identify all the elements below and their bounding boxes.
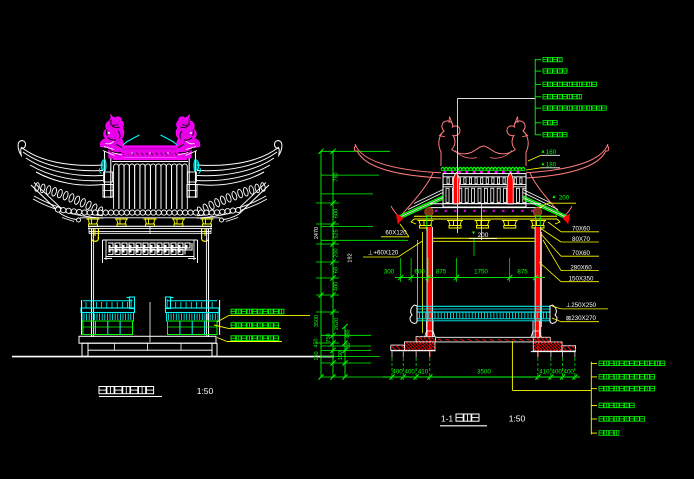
svg-text:400: 400 [334,282,340,291]
svg-text:68: 68 [334,267,340,273]
svg-text:80X70: 80X70 [572,236,590,243]
svg-text:400: 400 [392,369,403,376]
svg-text:750: 750 [326,333,332,342]
svg-text:70X60: 70X60 [572,250,590,257]
svg-text:⊠230X270: ⊠230X270 [566,315,597,322]
svg-text:180: 180 [546,162,557,169]
svg-text:525: 525 [334,229,340,238]
svg-text:160: 160 [546,149,557,156]
svg-text:200: 200 [478,232,489,239]
svg-text:70X60: 70X60 [572,226,590,233]
svg-text:200: 200 [559,195,570,202]
svg-text:410: 410 [418,369,429,376]
svg-text:400: 400 [552,369,563,376]
svg-text:410: 410 [539,369,550,376]
svg-text:192: 192 [348,253,354,262]
svg-text:480: 480 [346,329,352,338]
svg-text:1750: 1750 [474,269,488,276]
svg-text:300: 300 [384,269,395,276]
svg-text:1-1: 1-1 [441,414,454,424]
svg-text:3500: 3500 [477,369,491,376]
svg-text:875: 875 [517,269,528,276]
svg-text:780: 780 [334,172,340,181]
svg-text:3500: 3500 [314,315,320,327]
svg-text:600: 600 [334,209,340,218]
svg-text:⊥250X250: ⊥250X250 [566,302,597,309]
svg-text:1:50: 1:50 [197,386,214,396]
svg-text:600: 600 [414,269,425,276]
svg-text:1:50: 1:50 [509,414,526,424]
svg-text:450: 450 [314,338,320,347]
svg-text:400: 400 [564,369,575,376]
svg-text:60: 60 [346,342,352,348]
svg-text:2620: 2620 [334,318,340,330]
svg-text:280X60: 280X60 [570,264,592,271]
svg-text:200: 200 [334,248,340,257]
svg-text:150: 150 [314,351,320,360]
svg-text:⊥+60X120: ⊥+60X120 [368,250,399,257]
svg-text:400: 400 [405,369,416,376]
svg-text:150X350: 150X350 [569,276,594,283]
svg-text:160: 160 [338,351,344,360]
svg-text:60X120: 60X120 [385,230,407,237]
svg-text:2470: 2470 [314,227,320,239]
svg-text:875: 875 [436,269,447,276]
